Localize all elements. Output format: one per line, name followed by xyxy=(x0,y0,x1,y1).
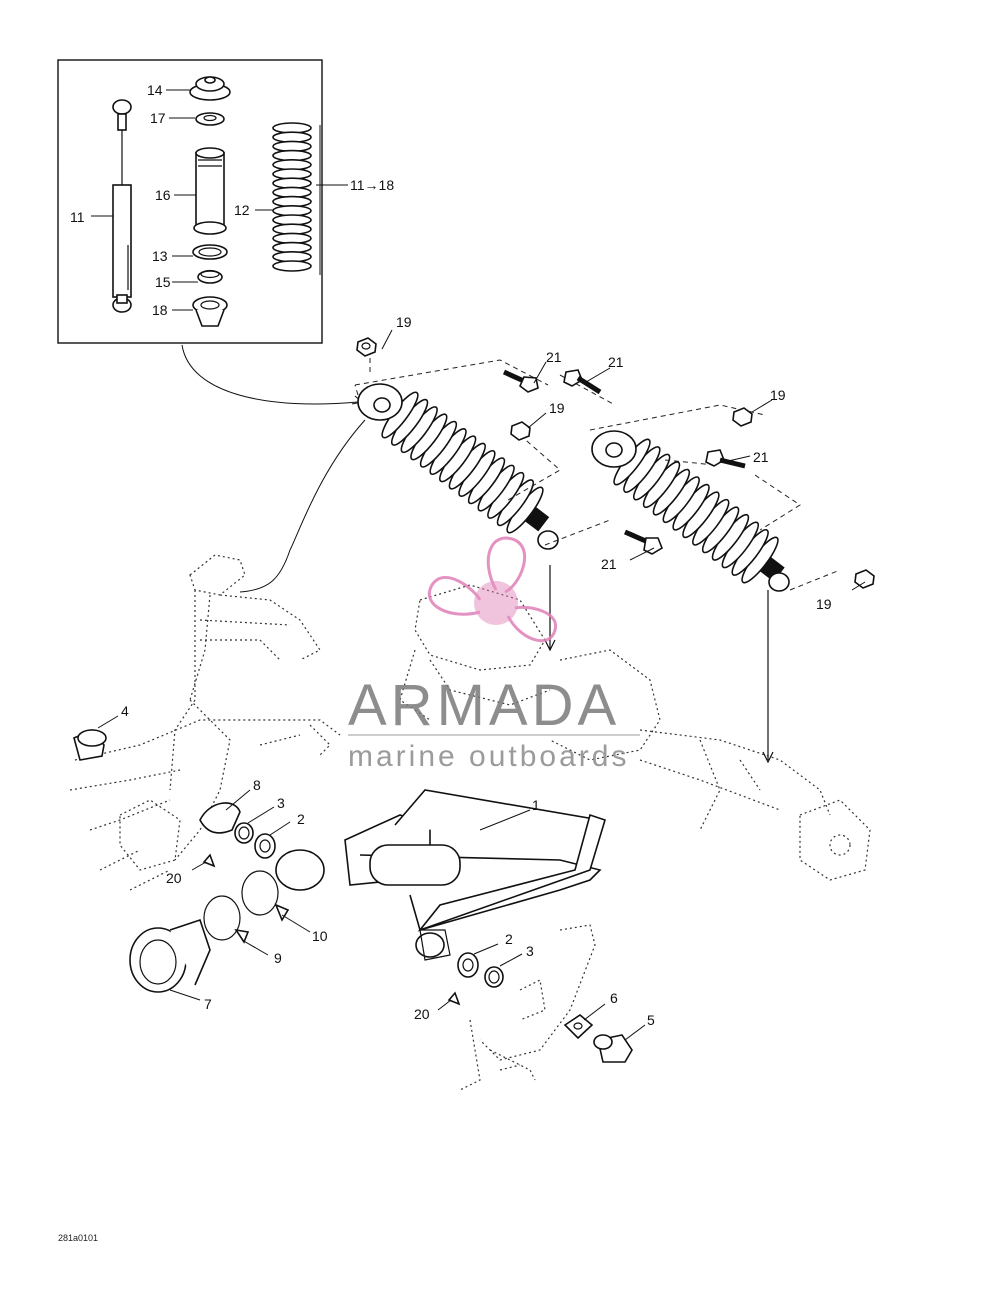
left-shock-absorber xyxy=(357,383,550,534)
ring xyxy=(192,244,228,260)
spring-cap xyxy=(189,76,231,101)
seal-ring xyxy=(234,822,254,844)
washer xyxy=(195,112,225,126)
callout-19-a: 19 xyxy=(396,314,412,330)
callout-19-c: 19 xyxy=(770,387,786,403)
grease-fitting xyxy=(447,991,461,1006)
shock-absorber-body xyxy=(112,99,132,313)
callout-3-a: 3 xyxy=(277,795,285,811)
callout-15: 15 xyxy=(155,274,171,290)
callout-16: 16 xyxy=(155,187,171,203)
callout-2-a: 2 xyxy=(297,811,305,827)
nut xyxy=(732,407,753,427)
clamp xyxy=(199,802,241,834)
bolt xyxy=(624,529,663,555)
rubber-bushing xyxy=(73,729,107,761)
watermark-tagline: marine outboards xyxy=(348,740,629,773)
callout-19-d: 19 xyxy=(816,596,832,612)
callout-19-b: 19 xyxy=(549,400,565,416)
bolt xyxy=(502,369,539,393)
callout-21-c: 21 xyxy=(753,449,769,465)
callout-21-a: 21 xyxy=(546,349,562,365)
callout-5: 5 xyxy=(647,1012,655,1028)
watermark: ARMADA marine outboards xyxy=(348,536,640,773)
callout-18: 18 xyxy=(152,302,168,318)
shock-detail-inset xyxy=(57,59,348,344)
nut xyxy=(510,421,531,441)
bolt xyxy=(705,449,746,469)
swing-arm xyxy=(344,789,606,961)
callout-labels: 14 17 16 11 12 13 15 18 11→18 19 21 21 1… xyxy=(58,82,832,1243)
callout-20-a: 20 xyxy=(166,870,182,886)
callout-9: 9 xyxy=(274,950,282,966)
drawing-code: 281a0101 xyxy=(58,1233,98,1243)
hose-clamp xyxy=(241,870,290,922)
bearing xyxy=(254,833,276,859)
watermark-brand: ARMADA xyxy=(348,673,620,738)
bearing xyxy=(457,952,479,978)
right-shock-absorber xyxy=(591,430,785,584)
callout-14: 14 xyxy=(147,82,163,98)
grease-fitting xyxy=(202,853,216,868)
callout-7: 7 xyxy=(204,996,212,1012)
lower-bracket xyxy=(459,924,596,1091)
inset-link-line xyxy=(181,344,359,405)
callout-1: 1 xyxy=(532,797,540,813)
callout-3-b: 3 xyxy=(526,943,534,959)
callout-21-b: 21 xyxy=(608,354,624,370)
callout-10: 10 xyxy=(312,928,328,944)
coil-spring xyxy=(272,122,312,272)
callout-8: 8 xyxy=(253,777,261,793)
callout-17: 17 xyxy=(150,110,166,126)
callout-20-b: 20 xyxy=(414,1006,430,1022)
seal-ring xyxy=(484,966,504,988)
vehicle-frame xyxy=(69,554,341,891)
protective-boot xyxy=(129,918,211,993)
bolt xyxy=(563,369,602,395)
bump-stop-boot xyxy=(193,147,227,235)
callout-11-to-18: 11→18 xyxy=(350,177,394,193)
pivot-cap xyxy=(275,849,325,891)
callout-13: 13 xyxy=(152,248,168,264)
rear-axle xyxy=(399,584,871,881)
callout-6: 6 xyxy=(610,990,618,1006)
propeller-logo xyxy=(428,536,557,643)
flat-washer xyxy=(563,1014,594,1040)
callout-21-d: 21 xyxy=(601,556,617,572)
nut xyxy=(356,337,377,357)
callout-2-b: 2 xyxy=(505,931,513,947)
hose-clamp xyxy=(203,895,250,944)
callout-12: 12 xyxy=(234,202,250,218)
leader-lines xyxy=(97,329,866,1041)
bushing xyxy=(593,1034,633,1063)
nut xyxy=(854,569,875,589)
callout-4: 4 xyxy=(121,703,129,719)
spring-retainer xyxy=(192,296,228,327)
callout-11: 11 xyxy=(70,209,85,225)
